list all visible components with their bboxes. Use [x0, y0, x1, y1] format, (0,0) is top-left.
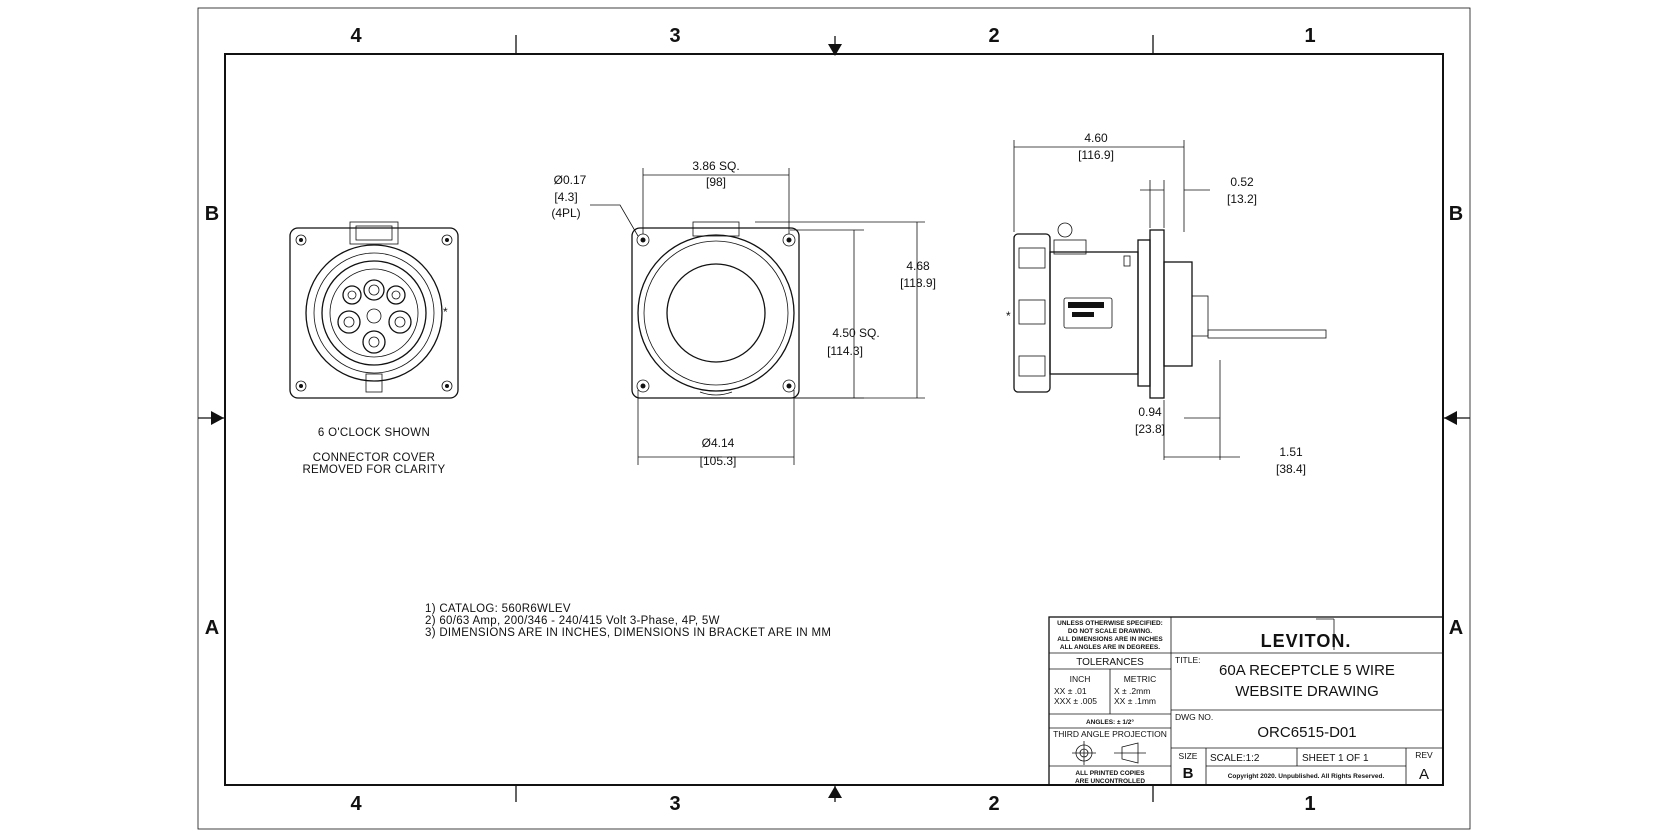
centering-marks — [211, 36, 1457, 802]
offset-in: 0.94 — [1138, 405, 1162, 419]
height-in: 4.68 — [906, 259, 930, 273]
front-view-screws — [295, 234, 453, 392]
length-in: 4.60 — [1084, 131, 1108, 145]
side-view: * — [1006, 222, 1327, 399]
body-dia-in: Ø4.14 — [702, 436, 735, 450]
rev-label: REV — [1415, 750, 1433, 760]
dwg-no-label: DWG NO. — [1175, 712, 1213, 722]
contact-pins — [337, 279, 412, 354]
bolt-square-in: 3.86 SQ. — [692, 159, 739, 173]
zone-col-2-top: 2 — [988, 25, 999, 47]
zone-col-4-top: 4 — [350, 25, 362, 47]
note-2: 2) 60/63 Amp, 200/346 - 240/415 Volt 3-P… — [425, 615, 720, 627]
front-view-caption-3: REMOVED FOR CLARITY — [302, 464, 445, 476]
rear-depth-in: 1.51 — [1279, 445, 1303, 459]
metric-tolerance-1: X ± .2mm — [1114, 686, 1150, 696]
angles-tolerance: ANGLES: ± 1/2° — [1086, 718, 1134, 726]
inch-label: INCH — [1070, 674, 1091, 684]
zone-row-b-right: B — [1449, 203, 1463, 225]
svg-text:*: * — [443, 305, 448, 319]
size-label: SIZE — [1179, 751, 1198, 761]
hole-qty: (4PL) — [551, 206, 580, 220]
flange-thickness-mm: [13.2] — [1227, 192, 1257, 206]
inch-tolerance-2: XXX ± .005 — [1054, 696, 1097, 706]
flange-thickness-in: 0.52 — [1230, 175, 1254, 189]
mount-view-holes — [636, 233, 796, 393]
sheet-label: SHEET 1 OF 1 — [1302, 753, 1369, 764]
copies-note-1: ALL PRINTED COPIES — [1075, 770, 1145, 777]
front-view: * — [289, 221, 459, 399]
mount-view — [631, 221, 800, 399]
offset-mm: [23.8] — [1135, 422, 1165, 436]
outer-sheet-border — [197, 7, 1471, 830]
front-view-caption-1: 6 O'CLOCK SHOWN — [318, 427, 430, 439]
note-1: 1) CATALOG: 560R6WLEV — [425, 603, 571, 615]
zone-col-4-bottom: 4 — [350, 793, 362, 815]
title-label: TITLE: — [1175, 655, 1201, 665]
inch-tolerance-1: XX ± .01 — [1054, 686, 1087, 696]
hole-dia-mm: [4.3] — [554, 190, 577, 204]
bolt-square-mm: [98] — [706, 175, 726, 189]
zone-col-1-bottom: 1 — [1304, 793, 1315, 815]
copyright-note: Copyright 2020. Unpublished. All Rights … — [1228, 773, 1385, 780]
side-view-dimensions — [1013, 140, 1240, 460]
drawing-number: ORC6515-D01 — [1257, 724, 1356, 741]
zone-col-2-bottom: 2 — [988, 793, 999, 815]
front-view-caption-2: CONNECTOR COVER — [313, 452, 436, 464]
rev-value: A — [1419, 766, 1429, 783]
flange-square-in: 4.50 SQ. — [832, 326, 879, 340]
title-block — [1048, 616, 1444, 786]
spec-line-2: DO NOT SCALE DRAWING. — [1068, 628, 1152, 635]
copies-note-2: ARE UNCONTROLLED — [1075, 778, 1145, 785]
spec-line-3: ALL DIMENSIONS ARE IN INCHES — [1057, 636, 1163, 643]
hole-dia-in: Ø0.17 — [554, 173, 587, 187]
note-3: 3) DIMENSIONS ARE IN INCHES, DIMENSIONS … — [425, 627, 831, 639]
spec-line-4: ALL ANGLES ARE IN DEGREES. — [1060, 644, 1160, 651]
flange-square-mm: [114.3] — [827, 344, 863, 358]
size-value: B — [1183, 765, 1194, 782]
metric-label: METRIC — [1124, 674, 1157, 684]
zone-col-3-top: 3 — [669, 25, 680, 47]
length-mm: [116.9] — [1078, 148, 1114, 162]
title-line-1: 60A RECEPTCLE 5 WIRE — [1219, 662, 1395, 679]
zone-row-a-right: A — [1449, 617, 1463, 639]
zone-row-a-left: A — [205, 617, 219, 639]
body-dia-mm: [105.3] — [700, 454, 737, 468]
title-line-2: WEBSITE DRAWING — [1235, 683, 1379, 700]
spec-line-1: UNLESS OTHERWISE SPECIFIED: — [1057, 620, 1163, 627]
zone-col-3-bottom: 3 — [669, 793, 680, 815]
height-mm: [118.9] — [900, 276, 936, 290]
tolerances-label: TOLERANCES — [1076, 657, 1144, 668]
leviton-logo: LEVITON. — [1261, 631, 1352, 651]
rear-depth-mm: [38.4] — [1276, 462, 1306, 476]
metric-tolerance-2: XX ± .1mm — [1114, 696, 1156, 706]
third-angle-projection-icon — [1072, 741, 1146, 765]
svg-text:*: * — [1006, 309, 1011, 323]
mount-view-dimensions — [590, 168, 925, 465]
projection-label: THIRD ANGLE PROJECTION — [1053, 729, 1167, 739]
zone-col-1-top: 1 — [1304, 25, 1315, 47]
scale-label: SCALE:1:2 — [1210, 753, 1260, 764]
zone-row-b-left: B — [205, 203, 219, 225]
